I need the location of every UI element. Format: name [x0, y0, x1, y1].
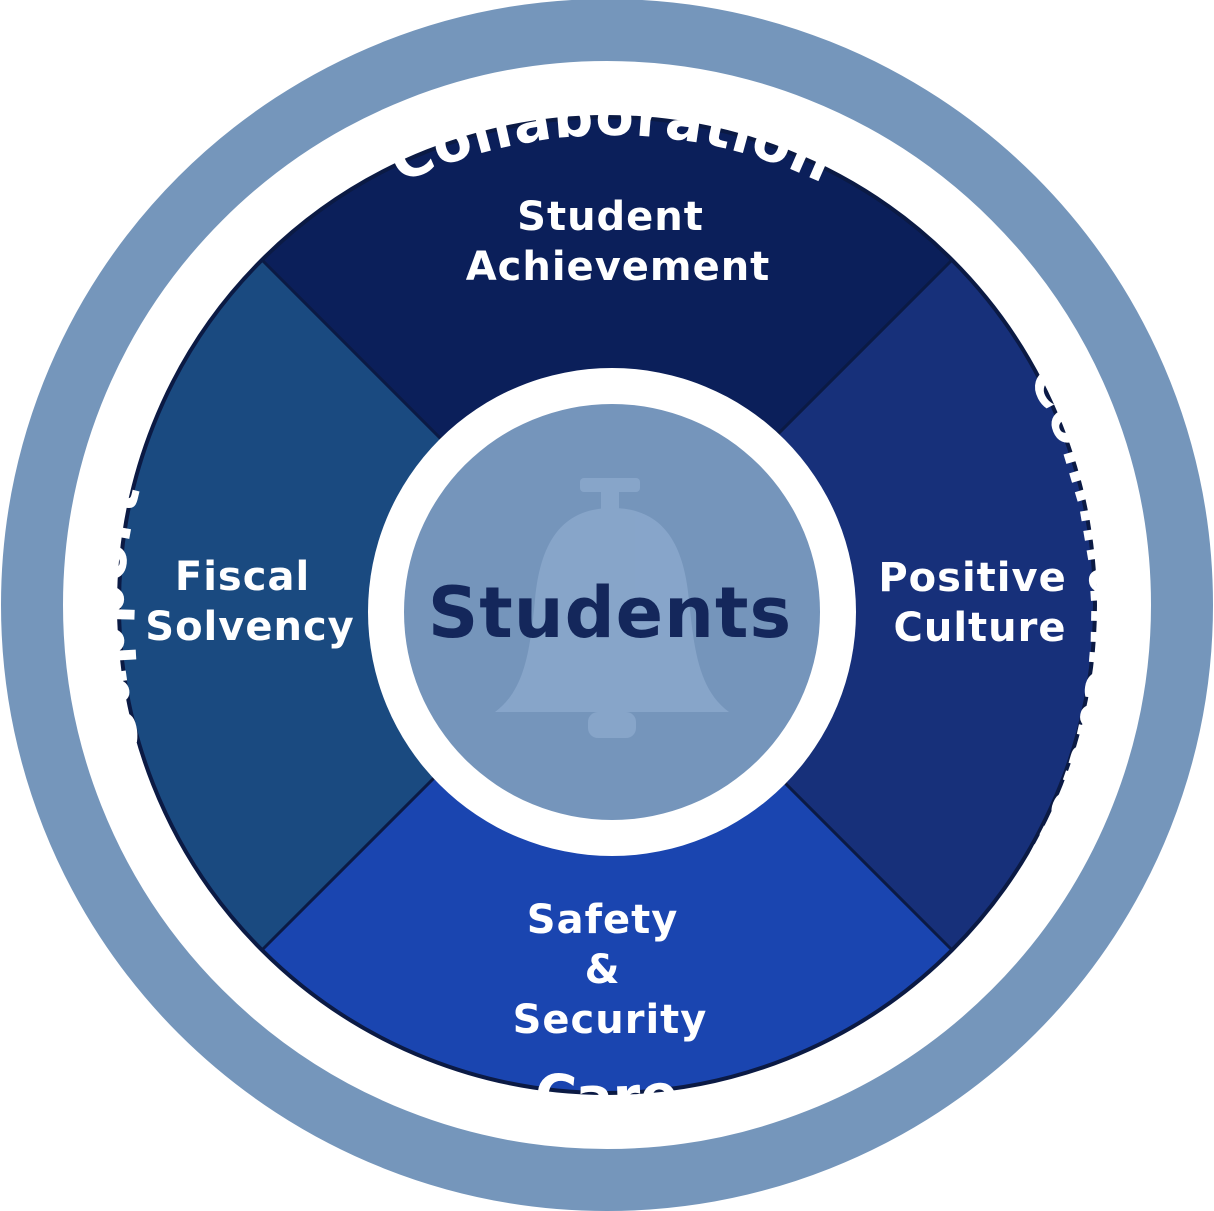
quadrant-label-line: Solvency [145, 604, 354, 650]
quadrant-label-right: Positive Culture [878, 555, 1081, 651]
quadrant-label-line: Fiscal [175, 554, 310, 600]
quadrant-label-line: Culture [894, 605, 1067, 651]
center-label: Students [428, 572, 792, 654]
quadrant-label-bottom: Safety & Security [513, 897, 708, 1043]
quadrant-outline [117, 115, 1097, 1095]
bell-icon [495, 478, 729, 738]
quadrant-fiscal-solvency [119, 260, 607, 950]
quadrant-label-line: Student [517, 194, 704, 240]
quadrant-label-line: Security [513, 997, 708, 1043]
ring-label-bottom: Care [532, 1061, 683, 1131]
quadrant-label-line: Positive [878, 555, 1066, 601]
quadrant-label-line: & [585, 947, 621, 993]
quadrant-label-line: Achievement [466, 244, 771, 290]
quadrant-student-achievement [262, 117, 952, 606]
quadrant-label-left: Fiscal Solvency [145, 554, 354, 650]
quadrant-label-line: Safety [527, 897, 679, 943]
quadrant-label-top: Student Achievement [466, 194, 771, 290]
